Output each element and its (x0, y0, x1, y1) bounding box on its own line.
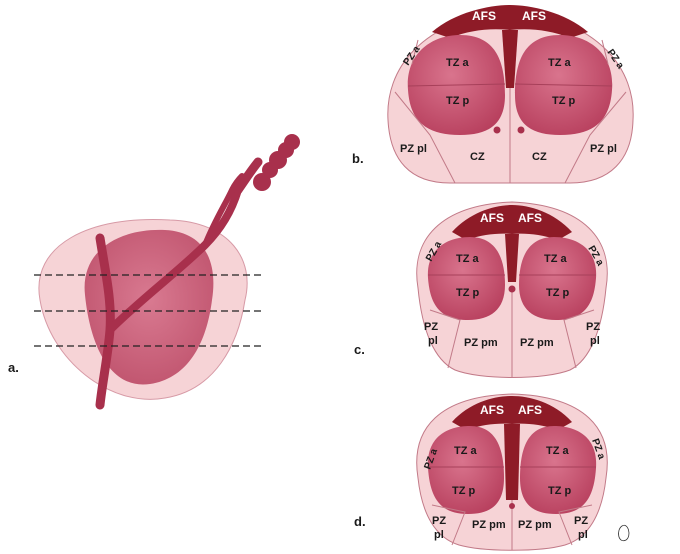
b-tzp-left: TZ p (446, 95, 469, 107)
panel-c-pl-left-line (429, 309, 461, 369)
c-pzpm-right: PZ pm (520, 337, 554, 349)
panel-c-mid-section: AFS AFS PZ a PZ a TZ a TZ a TZ p TZ p PZ… (354, 201, 608, 378)
c-pzpm-left: PZ pm (464, 337, 498, 349)
d-pl-right: pl (578, 529, 588, 541)
d-pzpm-right: PZ pm (518, 519, 552, 531)
d-tzp-left: TZ p (452, 485, 475, 497)
panel-c-letter: c. (354, 342, 365, 357)
b-tza-right: TZ a (548, 57, 571, 69)
d-tza-left: TZ a (454, 445, 477, 457)
panel-c-urethra-dot (508, 285, 516, 293)
d-afs-right: AFS (518, 403, 542, 417)
panel-d-pl-right-line (558, 504, 593, 546)
d-tza-right: TZ a (546, 445, 569, 457)
panel-d-afs-center (504, 424, 520, 500)
panel-b-tz-divider-left (407, 83, 506, 87)
panel-d-apex-section: AFS AFS PZ a PZ a TZ a TZ a TZ p TZ p PZ… (354, 393, 608, 551)
b-tzp-right: TZ p (552, 95, 575, 107)
panel-b-afs-center (502, 30, 518, 88)
c-afs-left: AFS (480, 211, 504, 225)
panel-b-base-section: AFS AFS PZ a PZ a TZ a TZ a TZ p TZ p PZ… (352, 5, 634, 184)
seminal-vesicle (233, 157, 263, 195)
b-cz-left: CZ (470, 151, 485, 163)
panel-c-afs (452, 205, 572, 240)
b-pzpl-left: PZ pl (400, 143, 427, 155)
panel-c-pl-right-line (563, 309, 595, 369)
panel-b-ejaculatory-duct-right (517, 126, 525, 134)
c-pl-right: pl (590, 335, 600, 347)
panel-d-urethra-dot (509, 503, 515, 509)
c-tza-left: TZ a (456, 253, 479, 265)
c-pz-right: PZ (586, 321, 600, 333)
panel-b-pz-left-line (411, 39, 419, 65)
b-afs-left: AFS (472, 9, 496, 23)
c-tzp-left: TZ p (456, 287, 479, 299)
panel-b-cz-left-line (394, 91, 456, 184)
artist-signature (618, 524, 630, 542)
d-pzpm-left: PZ pm (472, 519, 506, 531)
c-pl-left: pl (428, 335, 438, 347)
d-pl-left: pl (434, 529, 444, 541)
c-pz-left: PZ (424, 321, 438, 333)
c-afs-right: AFS (518, 211, 542, 225)
panel-b-letter: b. (352, 151, 364, 166)
panel-b-cz-right-line (564, 91, 627, 184)
panel-d-pl-left-line (431, 504, 466, 546)
panel-b-afs (432, 5, 588, 38)
d-pz-left: PZ (432, 515, 446, 527)
b-cz-right: CZ (532, 151, 547, 163)
vas-deferens (202, 173, 245, 248)
c-tzp-right: TZ p (546, 287, 569, 299)
panel-d-letter: d. (354, 514, 366, 529)
panel-c-afs-center (505, 234, 519, 282)
d-tzp-right: TZ p (548, 485, 571, 497)
b-tza-left: TZ a (446, 57, 469, 69)
panel-d-left-lobe (427, 426, 504, 514)
panel-b-pz-right-line (601, 39, 609, 65)
d-pz-right: PZ (574, 515, 588, 527)
panel-a-letter: a. (8, 360, 19, 375)
panel-d-right-lobe (520, 426, 597, 514)
d-afs-left: AFS (480, 403, 504, 417)
panel-d-afs (452, 396, 572, 430)
seminal-vesicle-lobules (253, 134, 300, 191)
panel-c-left-lobe (427, 237, 505, 320)
panel-c-right-lobe (519, 237, 597, 320)
panel-a-sagittal-view: a. (8, 134, 300, 410)
ejaculatory-duct (106, 186, 242, 334)
c-tza-right: TZ a (544, 253, 567, 265)
panel-b-tz-divider-right (514, 83, 613, 87)
b-pzpl-right: PZ pl (590, 143, 617, 155)
b-afs-right: AFS (522, 9, 546, 23)
panel-b-ejaculatory-duct-left (493, 126, 501, 134)
